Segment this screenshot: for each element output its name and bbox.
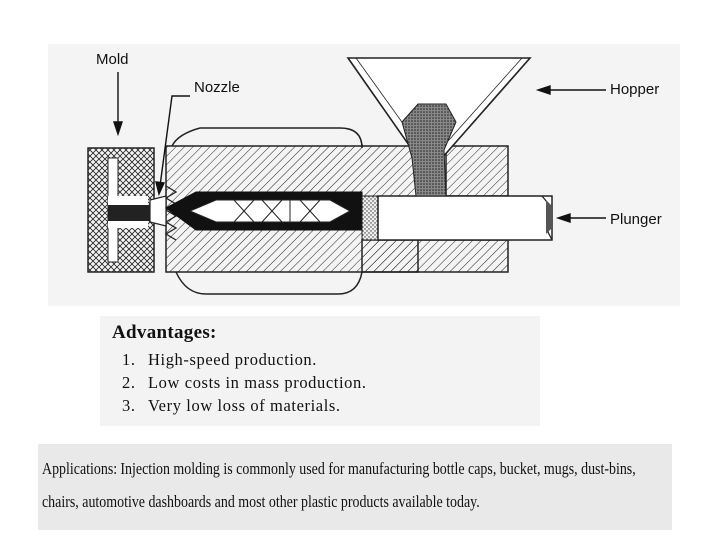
advantage-item: 2. Low costs in mass production.	[122, 371, 367, 394]
injection-molding-diagram: Mold Nozzle Hopper Plunger	[87, 51, 662, 295]
advantage-item: 1. High-speed production.	[122, 348, 367, 371]
arrow-nozzle	[159, 95, 190, 187]
hopper-material	[401, 103, 457, 197]
advantage-number: 3.	[122, 396, 136, 415]
applications-paragraph: Applications:Injection molding is common…	[42, 452, 665, 518]
advantage-item: 3. Very low loss of materials.	[122, 394, 367, 417]
applications-panel: Applications:Injection molding is common…	[38, 444, 672, 530]
label-plunger: Plunger	[610, 211, 662, 228]
label-hopper: Hopper	[610, 81, 659, 98]
torpedo	[188, 199, 352, 223]
advantages-panel: Advantages: 1. High-speed production. 2. L…	[100, 316, 540, 426]
advantages-list: 1. High-speed production. 2. Low costs in …	[122, 348, 367, 417]
advantages-title: Advantages:	[112, 322, 217, 343]
applications-text: Injection molding is commonly used for m…	[42, 459, 636, 511]
nozzle	[149, 195, 167, 227]
advantage-number: 1.	[122, 350, 136, 369]
label-mold: Mold	[96, 51, 129, 68]
advantage-number: 2.	[122, 373, 136, 392]
housing-outline	[171, 127, 363, 149]
plunger	[377, 195, 553, 241]
advantage-text: High-speed production.	[148, 350, 317, 369]
label-nozzle: Nozzle	[194, 79, 240, 96]
advantage-text: Very low loss of materials.	[148, 396, 341, 415]
applications-heading: Applications:	[42, 459, 118, 478]
advantage-text: Low costs in mass production.	[148, 373, 367, 392]
